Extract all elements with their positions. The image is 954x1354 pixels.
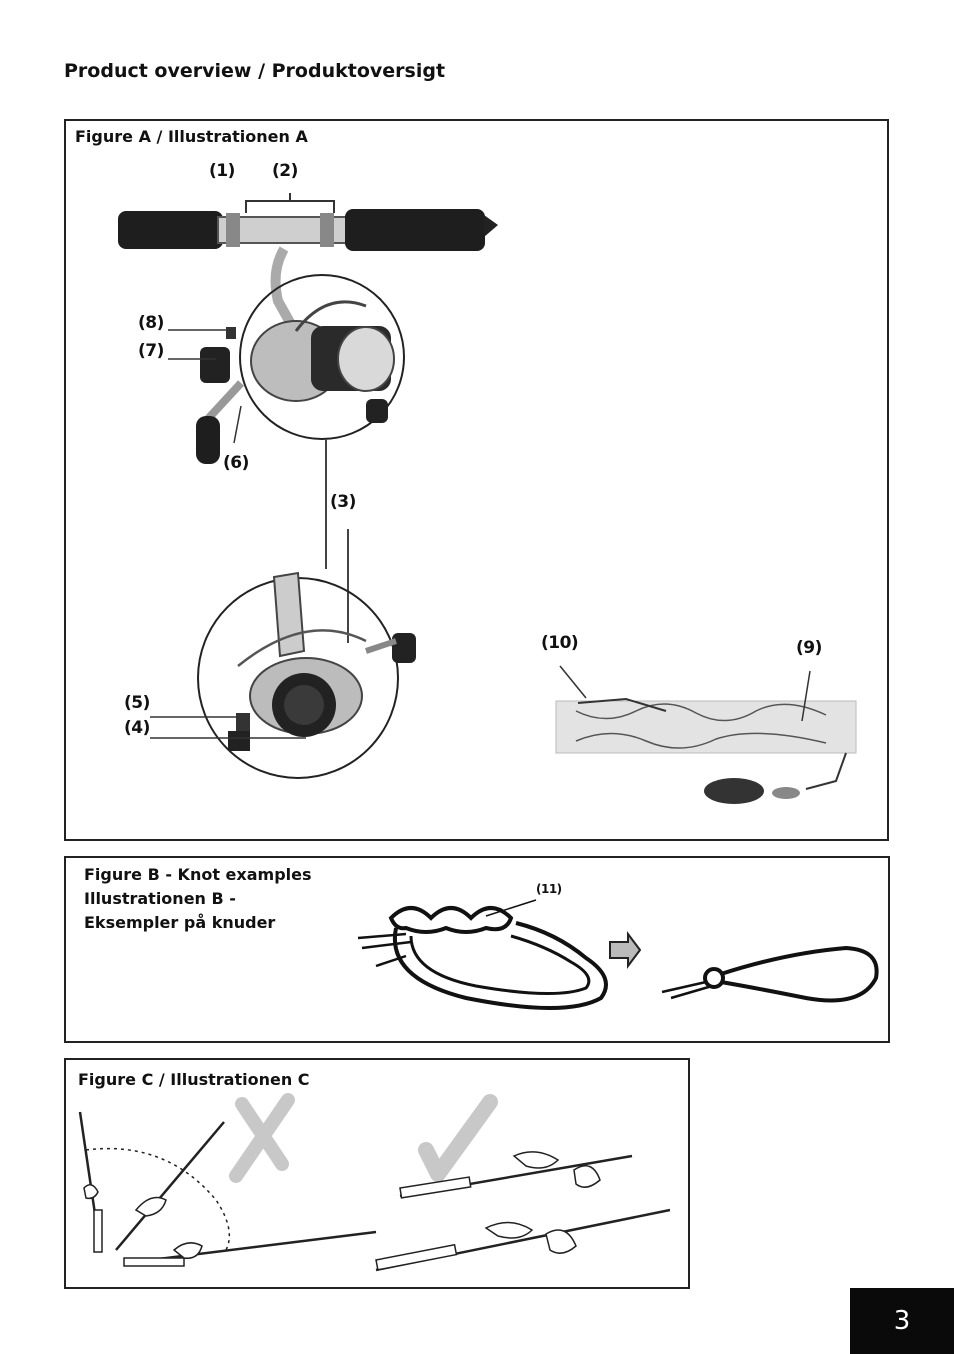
side-knob bbox=[366, 399, 388, 423]
zoom-handle-top bbox=[272, 571, 306, 658]
finished-loop bbox=[720, 945, 879, 1003]
reel-foot bbox=[270, 246, 311, 354]
figure-c-panel: Figure C / Illustrationen C bbox=[64, 1058, 690, 1289]
rod-correct-top-butt bbox=[399, 1176, 472, 1199]
cross-icon bbox=[229, 1093, 295, 1183]
label-2: (2) bbox=[272, 161, 298, 181]
rod-blank bbox=[484, 215, 498, 237]
antireverse-switch bbox=[226, 327, 236, 339]
hand-3 bbox=[172, 1242, 203, 1259]
zoom-lever bbox=[228, 731, 250, 751]
zoom-crank-arm bbox=[365, 638, 397, 654]
label-4: (4) bbox=[124, 718, 150, 738]
page-number: 3 bbox=[893, 1306, 911, 1336]
figure-b-title-line-2: Illustrationen B - bbox=[84, 889, 236, 908]
zoom-crank-knob bbox=[392, 633, 416, 663]
figure-a-panel: Figure A / Illustrationen A bbox=[64, 119, 889, 841]
arrow-right-icon bbox=[609, 931, 642, 969]
page-number-box: 3 bbox=[850, 1288, 954, 1354]
zoom-bail bbox=[237, 629, 367, 667]
rod-horizontal-butt bbox=[123, 1257, 185, 1267]
label-9: (9) bbox=[796, 638, 822, 658]
drag-knob-rear bbox=[200, 347, 230, 383]
figure-b-panel: Figure B - Knot examples Illustrationen … bbox=[64, 856, 890, 1043]
figure-b-title-line-1: Figure B - Knot examples bbox=[84, 865, 312, 884]
figure-b-title: Figure B - Knot examples Illustrationen … bbox=[84, 863, 312, 935]
reel-spool-face bbox=[337, 326, 395, 392]
rig-sinker bbox=[704, 778, 764, 804]
bracket-2 bbox=[245, 193, 335, 213]
crank-arm bbox=[203, 380, 244, 424]
finished-knot bbox=[703, 967, 725, 989]
label-5: (5) bbox=[124, 693, 150, 713]
rod-vertical-butt bbox=[93, 1209, 103, 1253]
knot-wraps bbox=[388, 906, 514, 934]
rig-swivel bbox=[577, 697, 667, 712]
label-7: (7) bbox=[138, 341, 164, 361]
finished-knot-tails bbox=[661, 980, 713, 1000]
page-title: Product overview / Produktoversigt bbox=[64, 60, 446, 82]
label-10: (10) bbox=[541, 633, 579, 653]
figure-c-title: Figure C / Illustrationen C bbox=[78, 1070, 310, 1089]
knot-loop-outer bbox=[392, 921, 608, 1010]
hand-7 bbox=[545, 1229, 577, 1254]
swing-arc bbox=[85, 1147, 231, 1251]
hand-1 bbox=[83, 1184, 99, 1200]
rod-correct-bottom-butt bbox=[375, 1243, 458, 1271]
rod-diagonal bbox=[115, 1121, 225, 1251]
knot-illustration bbox=[357, 899, 879, 1010]
seat-ring-1 bbox=[226, 213, 240, 247]
seat-ring-2 bbox=[320, 213, 334, 247]
leader-6 bbox=[233, 405, 242, 444]
label-6: (6) bbox=[223, 453, 249, 473]
label-1: (1) bbox=[209, 161, 235, 181]
rig-board bbox=[555, 700, 857, 754]
hand-2 bbox=[134, 1196, 167, 1217]
bail-arm bbox=[294, 300, 367, 332]
fishing-rod-reel-illustration bbox=[118, 193, 857, 804]
figure-b-title-line-3: Eksempler på knuder bbox=[84, 913, 276, 932]
figure-a-title: Figure A / Illustrationen A bbox=[75, 127, 308, 146]
knot-loop-inner bbox=[409, 934, 591, 996]
label-11: (11) bbox=[536, 882, 562, 896]
zoom-switch bbox=[236, 713, 250, 735]
zoom-drag-knob bbox=[284, 685, 324, 725]
leader-9 bbox=[801, 670, 811, 722]
leader-11 bbox=[485, 899, 537, 917]
check-icon bbox=[418, 1094, 498, 1182]
label-8: (8) bbox=[138, 313, 164, 333]
rig-spoon bbox=[772, 787, 800, 799]
hand-4 bbox=[512, 1151, 560, 1169]
rig-chain bbox=[805, 752, 847, 790]
hand-6 bbox=[484, 1221, 534, 1239]
hand-5 bbox=[573, 1165, 601, 1188]
rod-handle-left bbox=[118, 211, 223, 249]
label-3: (3) bbox=[330, 492, 356, 512]
reel-body-circle bbox=[239, 274, 405, 440]
crank-handle bbox=[196, 416, 220, 464]
rod-handle-right bbox=[345, 209, 485, 251]
rod-handling-illustration bbox=[78, 1093, 671, 1272]
rig-pattern bbox=[575, 703, 827, 749]
leader-10 bbox=[559, 665, 587, 699]
